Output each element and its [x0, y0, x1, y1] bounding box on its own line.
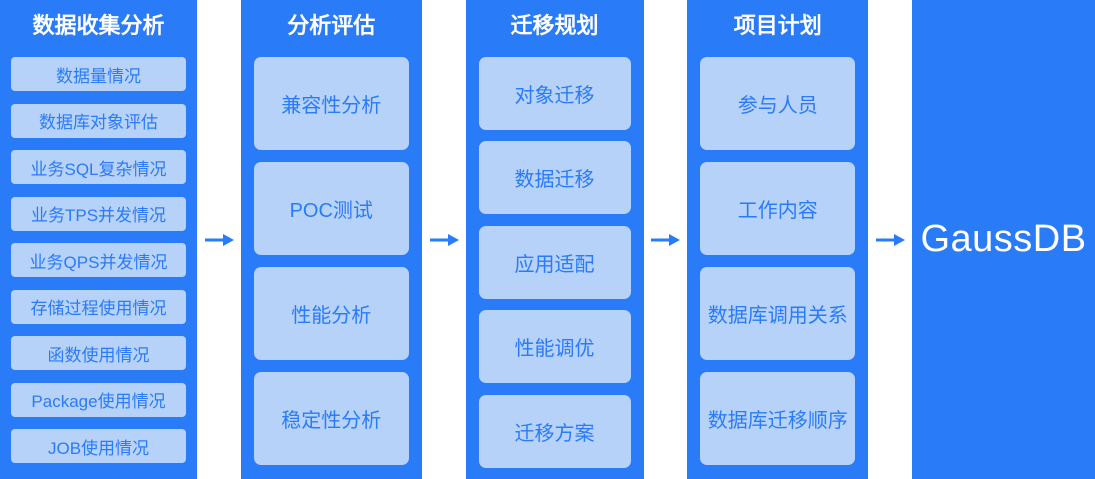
column-data-collection: 数据收集分析 数据量情况 数据库对象评估 业务SQL复杂情况 业务TPS并发情况…	[0, 0, 197, 479]
flow-item-compatibility-analysis: 兼容性分析	[253, 57, 409, 150]
flow-arrow-gap-4	[868, 0, 912, 479]
flow-arrow-gap-3	[643, 0, 688, 479]
flow-item-data-volume: 数据量情况	[11, 57, 186, 91]
flow-item-stored-procedure-usage: 存储过程使用情况	[11, 289, 186, 324]
flow-arrow-gap-2	[421, 0, 466, 479]
column-title-analysis-evaluation: 分析评估	[287, 13, 376, 38]
flow-item-package-usage: Package使用情况	[11, 382, 186, 417]
flow-item-data-migration: 数据迁移	[478, 141, 631, 215]
flow-item-poc-test: POC测试	[253, 162, 409, 255]
flow-item-job-usage: JOB使用情况	[11, 429, 186, 463]
column-migration-planning: 迁移规划 对象迁移 数据迁移 应用适配 性能调优 迁移方案	[465, 0, 644, 479]
column-title-project-plan: 项目计划	[733, 13, 822, 38]
arrow-right-icon	[429, 233, 459, 246]
arrow-right-icon	[876, 233, 906, 246]
arrow-right-icon	[204, 233, 234, 246]
flow-item-application-adaptation: 应用适配	[478, 225, 631, 299]
column-gaussdb-target: GaussDB	[912, 0, 1095, 479]
column-title-data-collection: 数据收集分析	[32, 13, 165, 38]
gaussdb-label: GaussDB	[920, 218, 1087, 260]
arrow-right-icon	[651, 233, 681, 246]
flow-arrow-gap-1	[197, 0, 241, 479]
flow-item-participants: 参与人员	[700, 57, 856, 150]
flow-item-stability-analysis: 稳定性分析	[253, 372, 409, 465]
flow-item-performance-analysis: 性能分析	[253, 267, 409, 360]
column-analysis-evaluation: 分析评估 兼容性分析 POC测试 性能分析 稳定性分析	[240, 0, 422, 479]
flow-item-sql-complexity: 业务SQL复杂情况	[11, 150, 186, 184]
flow-item-work-content: 工作内容	[700, 162, 856, 255]
flow-item-tps-concurrency: 业务TPS并发情况	[11, 196, 186, 231]
column-title-migration-planning: 迁移规划	[510, 13, 599, 38]
flow-item-migration-plan: 迁移方案	[478, 394, 631, 468]
flow-item-performance-tuning: 性能调优	[478, 310, 631, 384]
column-project-plan: 项目计划 参与人员 工作内容 数据库调用关系 数据库迁移顺序	[687, 0, 869, 479]
flow-item-qps-concurrency: 业务QPS并发情况	[11, 243, 186, 277]
flow-item-function-usage: 函数使用情况	[11, 336, 186, 370]
flow-item-db-call-relationship: 数据库调用关系	[700, 267, 856, 360]
flow-item-object-migration: 对象迁移	[478, 57, 631, 130]
flow-item-db-object-eval: 数据库对象评估	[11, 103, 186, 138]
flow-item-db-migration-order: 数据库迁移顺序	[700, 372, 856, 465]
